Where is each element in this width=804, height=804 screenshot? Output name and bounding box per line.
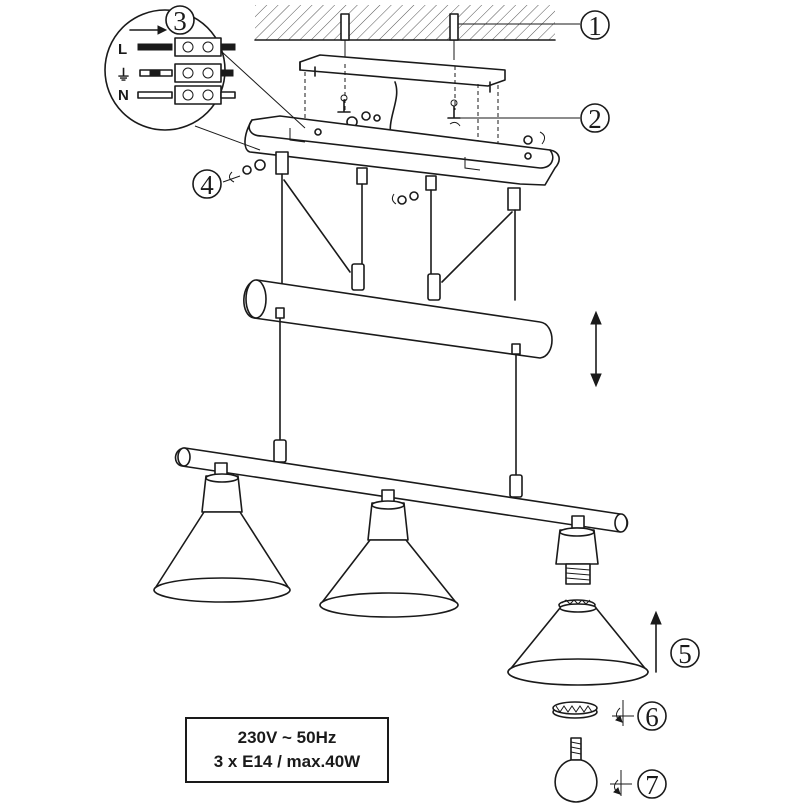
light-bulb xyxy=(554,737,598,803)
svg-text:2: 2 xyxy=(588,104,602,134)
wire-label-neutral: N xyxy=(118,87,129,104)
ceiling xyxy=(254,5,556,41)
callout-5: 5 xyxy=(670,638,700,669)
mount-arrow-5 xyxy=(650,610,662,673)
wiring-detail xyxy=(104,9,306,151)
canopy-side-screws xyxy=(222,159,419,205)
svg-text:5: 5 xyxy=(678,639,692,669)
svg-text:4: 4 xyxy=(200,170,214,200)
lamp-shade-middle xyxy=(319,489,459,618)
callout-6: 6 xyxy=(637,701,667,732)
suspension-wires xyxy=(275,151,521,301)
wall-plugs xyxy=(340,13,580,60)
callout-2: 2 xyxy=(580,103,610,134)
callout-1: 1 xyxy=(580,10,610,41)
shade-ring xyxy=(552,701,598,719)
svg-text:7: 7 xyxy=(645,770,659,800)
lampholder-right xyxy=(555,515,599,585)
spec-voltage: 230V ~ 50Hz xyxy=(237,728,337,747)
electrical-spec-box: 230V ~ 50Hz 3 x E14 / max.40W xyxy=(185,717,389,783)
spec-bulbs: 3 x E14 / max.40W xyxy=(213,752,361,771)
height-adjust-arrow xyxy=(590,310,602,388)
callout-7: 7 xyxy=(637,769,667,800)
svg-text:3: 3 xyxy=(173,6,187,36)
lamp-shade-left xyxy=(153,462,291,603)
svg-text:1: 1 xyxy=(588,11,602,41)
lower-wires xyxy=(273,307,523,498)
wire-label-live: L xyxy=(118,41,127,58)
lamp-shade-right xyxy=(507,599,649,686)
canopy xyxy=(244,115,560,186)
svg-text:6: 6 xyxy=(645,702,659,732)
lamp-bar xyxy=(174,447,629,533)
callout-4: 4 xyxy=(192,169,222,200)
upper-tube xyxy=(243,279,553,359)
rotate-arrow-6 xyxy=(612,700,634,726)
wire-label-earth: ⏚ xyxy=(116,67,131,84)
callout-3: 3 xyxy=(165,5,195,36)
rotate-arrow-7 xyxy=(610,770,632,796)
